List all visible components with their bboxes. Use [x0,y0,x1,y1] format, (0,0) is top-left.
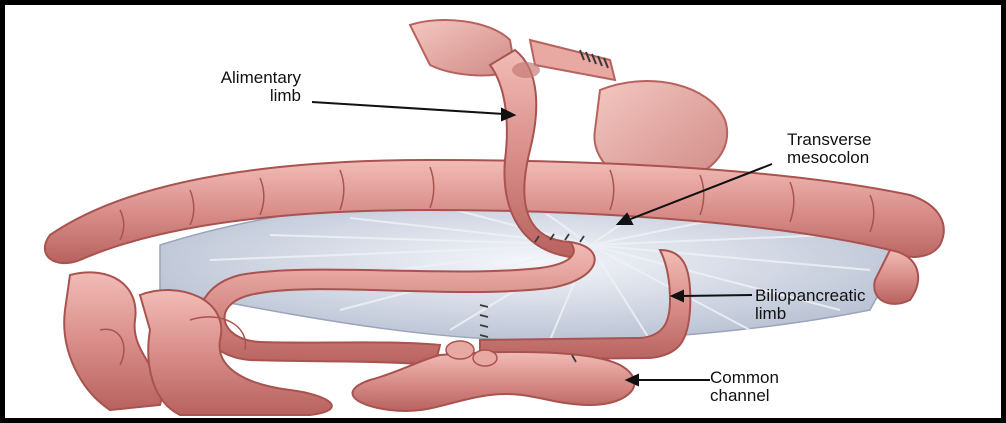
biliopancreatic-arrow [682,295,752,296]
common-label-line2: channel [710,387,779,405]
common-channel-label: Common channel [710,369,779,405]
alimentary-arrow [312,102,504,114]
biliopancreatic-label-line2: limb [755,305,866,323]
alimentary-label-line2: limb [123,87,301,105]
biliopancreatic-label-line1: Biliopancreatic [755,287,866,305]
alimentary-limb-label: Alimentary limb [123,69,301,105]
alimentary-label-line1: Alimentary [123,69,301,87]
biliopancreatic-limb-label: Biliopancreatic limb [755,287,866,323]
transverse-label-line2: mesocolon [787,149,871,167]
transverse-mesocolon-label: Transverse mesocolon [787,131,871,167]
transverse-label-line1: Transverse [787,131,871,149]
common-label-line1: Common [710,369,779,387]
